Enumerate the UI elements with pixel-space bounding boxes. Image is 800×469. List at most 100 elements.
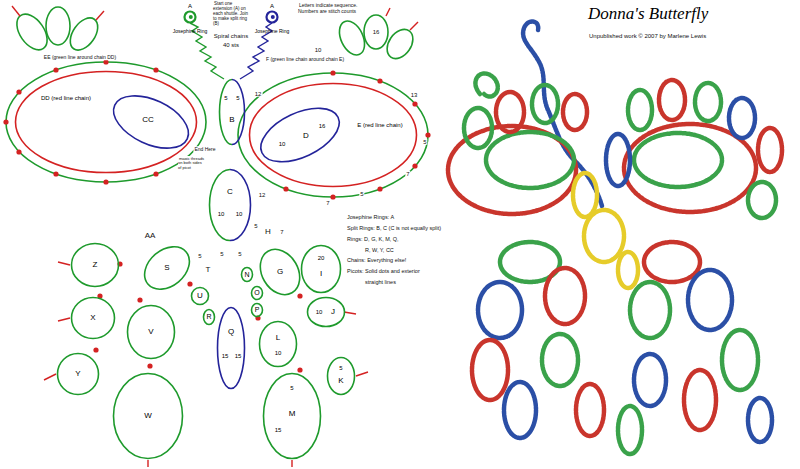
ring-letter: M xyxy=(289,409,296,418)
ring: W xyxy=(112,372,184,460)
stitch-count-holder: 20 xyxy=(318,255,325,262)
stitch-count: 10 xyxy=(236,211,243,217)
stitch-count-holder: 5 xyxy=(290,385,293,392)
stitch-count-holder: 5 xyxy=(224,95,227,102)
tatted-butterfly-photo xyxy=(628,90,652,130)
stitch-count-holder: 15 xyxy=(222,353,229,360)
stitch-count-holder: 15 xyxy=(235,353,242,360)
ring-letter-holder: Q xyxy=(228,328,234,337)
ring: D1016 xyxy=(256,102,344,168)
tatted-butterfly-photo xyxy=(504,382,536,438)
red-chain: DD (red line chain)CC xyxy=(14,70,198,174)
chain-label: AA xyxy=(144,231,157,240)
stitch-count: 10 xyxy=(316,309,323,315)
ring-line xyxy=(252,242,307,302)
tatted-butterfly-photo xyxy=(448,21,782,454)
picot-dot xyxy=(377,186,382,191)
picot-dot xyxy=(147,363,152,368)
chain-loop: Z xyxy=(70,242,120,288)
ring-letter: J xyxy=(331,307,335,316)
picot-line xyxy=(356,372,368,376)
chain-label-holder: AA xyxy=(144,232,157,241)
picot-dot xyxy=(330,194,335,199)
chain-label: EE (green line around chain DD) xyxy=(43,54,117,60)
note-text: Letters indicate sequence. Numbers are s… xyxy=(298,2,357,14)
ring-outline xyxy=(306,296,346,328)
chain-loop: V xyxy=(126,304,176,360)
note-text-holder: Start one extension (A) on each shuttle.… xyxy=(213,2,249,27)
ring-letter-holder: S xyxy=(164,264,169,273)
chain-label: T xyxy=(205,265,212,274)
tatted-butterfly-photo xyxy=(532,85,558,123)
stitch-count-holder: 16 xyxy=(319,123,326,130)
picot-dot xyxy=(187,281,192,286)
tatted-butterfly-photo xyxy=(496,92,524,132)
ring-letter-holder: Y xyxy=(75,370,80,379)
ring-line xyxy=(128,306,175,359)
stitch-count: 15 xyxy=(275,427,282,433)
picot-dot xyxy=(153,171,158,176)
stitch-count-holder: 12 xyxy=(258,192,267,199)
ring-letter: U xyxy=(197,291,203,300)
key-text-holder: Split Rings: B, C (C is not equally spli… xyxy=(346,225,442,231)
tatted-butterfly-photo xyxy=(606,134,630,186)
stitch-count-holder: 7 xyxy=(279,229,284,236)
ring-letter: Q xyxy=(228,327,234,336)
ring-line xyxy=(328,358,355,395)
ring-letter: A xyxy=(188,3,192,9)
ring-letter-holder: K xyxy=(338,377,343,386)
stitch-count: 15 xyxy=(235,353,242,359)
josephine-ring-mark xyxy=(271,15,275,19)
stitch-count: 7 xyxy=(405,171,410,177)
tatted-butterfly-photo xyxy=(472,340,508,400)
split-ring: C1010 xyxy=(208,168,252,242)
stitch-count: 12 xyxy=(254,91,263,97)
picot-dot xyxy=(103,179,108,184)
ring-letter: L xyxy=(276,333,280,342)
ring-letter-holder: V xyxy=(148,328,153,337)
picot-line xyxy=(12,6,20,16)
ring-letter-holder: R xyxy=(206,313,211,321)
ring-line xyxy=(72,244,119,287)
stitch-count: 40 sts xyxy=(222,42,240,48)
picot-dot xyxy=(53,67,58,72)
ring-line xyxy=(105,85,196,159)
red-chain: E (red line chain) D1016 xyxy=(248,82,418,188)
tatted-butterfly-photo xyxy=(475,73,497,96)
picot-line xyxy=(58,318,70,321)
josephine-ring-mark xyxy=(189,15,193,19)
picot-dot xyxy=(153,67,158,72)
picot-dot xyxy=(297,367,302,372)
picot-dot xyxy=(425,132,430,137)
key-text-holder: Chains: Everything else! xyxy=(346,257,407,263)
ring: G xyxy=(258,244,302,300)
ring-letter: G xyxy=(277,267,283,276)
ring-letter-holder: L xyxy=(276,334,280,343)
ring-letter: DD (red line chain) xyxy=(41,95,91,101)
stitch-count-holder: 5 xyxy=(237,251,242,258)
tatted-butterfly-photo xyxy=(618,406,642,454)
ring-letter: C xyxy=(227,187,233,196)
tatted-butterfly-photo xyxy=(695,83,721,121)
ring-letter-holder: B xyxy=(229,116,234,125)
copyright-note-holder: Unpublished work © 2007 by Marlene Lewis xyxy=(588,33,707,40)
chain-loop: L10 xyxy=(258,320,298,368)
note-text: Start one extension (A) on each shuttle.… xyxy=(213,1,248,26)
flower-chain xyxy=(364,15,388,49)
wing-chain xyxy=(6,62,206,182)
stitch-count-holder: Josephine Ring xyxy=(255,29,289,35)
title: Donna's Butterfly xyxy=(588,4,708,23)
stitch-count: 15 xyxy=(222,353,229,359)
picot-line xyxy=(344,312,356,314)
key-text: Rings: D, G, K, M, Q, xyxy=(346,236,400,242)
ring-outline xyxy=(216,306,246,390)
tatted-butterfly-photo xyxy=(634,133,722,187)
ring-letter: E (red line chain) xyxy=(357,122,402,128)
key-text: Chains: Everything else! xyxy=(346,257,407,263)
picot-line xyxy=(386,8,390,16)
ring-line xyxy=(252,287,263,300)
stitch-count-holder: 5 xyxy=(219,251,224,258)
ring-line xyxy=(250,84,417,187)
tatted-butterfly-photo xyxy=(644,242,700,282)
tatted-butterfly-photo xyxy=(684,370,716,430)
